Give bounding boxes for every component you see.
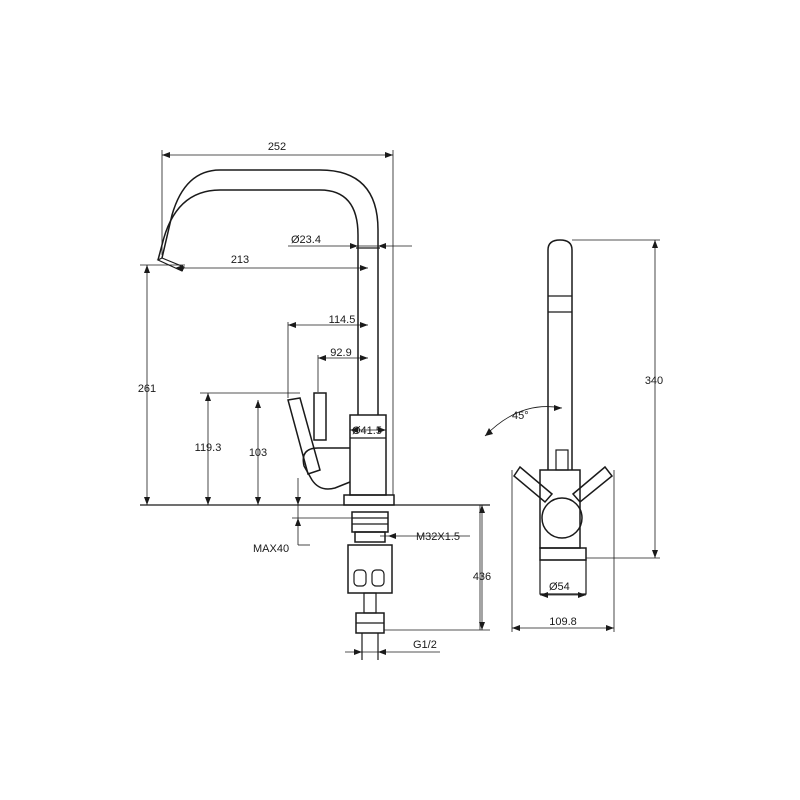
side-body (539, 469, 581, 549)
valve-body (347, 544, 393, 594)
dim-handle-offset-b: 92.9 (330, 347, 351, 359)
dim-base-diameter: Ø54 (549, 581, 570, 593)
dim-max-thickness: MAX40 (253, 543, 289, 555)
shank (351, 511, 389, 533)
dim-overall-width: 252 (268, 141, 286, 153)
side-view: 340 45° Ø54 109.8 (484, 239, 663, 632)
dim-side-width: 109.8 (549, 616, 577, 628)
dim-handle-offset-a: 114.5 (329, 314, 356, 326)
port-left (353, 569, 367, 587)
lever-arm (287, 397, 321, 475)
dim-hose-length: 436 (473, 571, 491, 583)
angle-arc (484, 406, 563, 437)
dim-thread: M32X1.5 (416, 531, 460, 543)
dim-side-height: 340 (645, 375, 663, 387)
hose-stem (363, 592, 377, 614)
port-right (371, 569, 385, 587)
lever-top (313, 392, 327, 441)
side-base (539, 547, 587, 561)
side-cartridge (555, 449, 569, 471)
nut (354, 531, 386, 543)
side-shank (539, 559, 587, 595)
dim-spout-reach: 213 (231, 254, 249, 266)
dim-handle-height-a: 119.3 (195, 442, 222, 454)
side-spout (547, 239, 573, 470)
dim-lever-angle: 45° (512, 410, 529, 422)
dim-connection: G1/2 (413, 639, 437, 651)
base-plate (343, 494, 395, 506)
dim-total-height-front: 261 (138, 383, 156, 395)
spout-inner (161, 169, 379, 415)
dim-spout-diameter: Ø23.4 (291, 234, 321, 246)
side-lever-hub (541, 497, 583, 539)
front-view: 252 Ø23.4 213 114.5 92.9 Ø41.5 261 (138, 141, 491, 660)
side-lever-right (571, 465, 614, 504)
side-lever-left (513, 465, 554, 504)
dim-handle-height-b: 103 (249, 447, 267, 459)
lever-hub (302, 447, 351, 490)
spout-tip (156, 257, 185, 272)
spout-outer (157, 189, 359, 415)
dim-body-diameter: Ø41.5 (352, 425, 382, 437)
